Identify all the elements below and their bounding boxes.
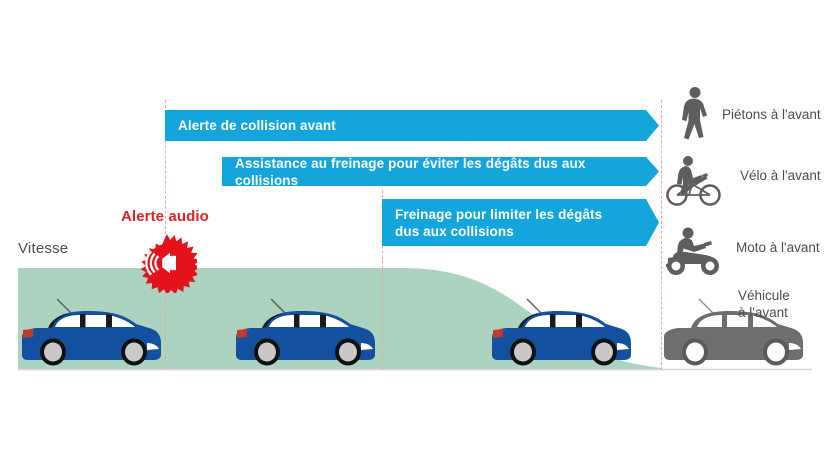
banner-autonomous-braking[interactable]: Freinage pour limiter les dégâts dus aux… bbox=[382, 199, 659, 246]
audio-alert-label: Alerte audio bbox=[121, 208, 209, 225]
target-label-vehicle: Véhicule à l'avant bbox=[738, 288, 790, 320]
banner-arrow-tip bbox=[646, 199, 659, 246]
banner-forward-collision-warning[interactable]: Alerte de collision avant bbox=[165, 110, 659, 141]
target-label-pedestrian: Piétons à l'avant bbox=[722, 107, 821, 122]
speed-axis-label: Vitesse bbox=[18, 240, 69, 257]
banner-label: Assistance au freinage pour éviter les d… bbox=[235, 155, 586, 188]
banner-label: Freinage pour limiter les dégâts dus aux… bbox=[395, 206, 603, 239]
ego-car-3 bbox=[488, 297, 633, 369]
banner-brake-assist[interactable]: Assistance au freinage pour éviter les d… bbox=[222, 155, 659, 188]
ego-car-1 bbox=[18, 297, 163, 369]
guide-line-3 bbox=[661, 100, 662, 370]
target-car-grey bbox=[660, 297, 805, 369]
car-shape bbox=[664, 298, 803, 366]
banner-label: Alerte de collision avant bbox=[178, 118, 336, 133]
banner-arrow-tip bbox=[646, 110, 659, 141]
audio-alert-badge[interactable] bbox=[137, 233, 197, 293]
pedestrian-icon bbox=[673, 86, 715, 142]
speaker-icon bbox=[145, 250, 176, 276]
guide-line-2 bbox=[382, 190, 383, 370]
motorcycle-icon bbox=[664, 226, 722, 276]
ego-car-2 bbox=[232, 297, 377, 369]
car-shape bbox=[492, 298, 631, 366]
car-shape bbox=[236, 298, 375, 366]
banner-arrow-tip bbox=[646, 157, 659, 186]
car-shape bbox=[22, 298, 161, 366]
guide-line-1 bbox=[165, 100, 166, 370]
target-label-bicycle: Vélo à l'avant bbox=[740, 168, 821, 183]
target-label-motorcycle: Moto à l'avant bbox=[736, 240, 820, 255]
bicycle-icon bbox=[666, 155, 722, 207]
